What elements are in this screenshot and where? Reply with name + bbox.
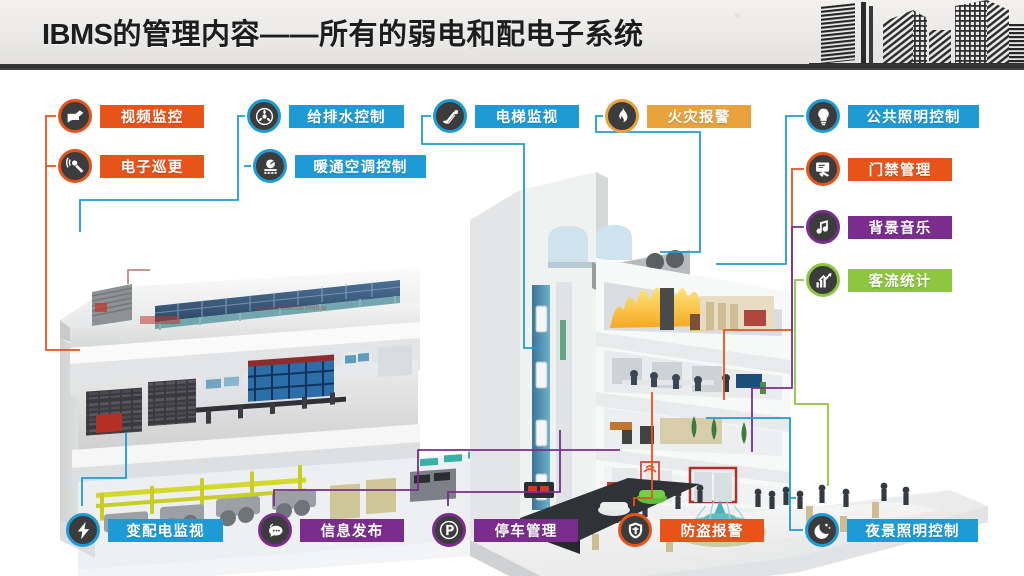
speech-bubble-icon[interactable] bbox=[258, 513, 292, 547]
city-skyline-icon bbox=[809, 0, 1024, 70]
camera-icon[interactable] bbox=[58, 99, 92, 133]
system-label-power-distribution[interactable]: 变配电监视 bbox=[108, 518, 223, 542]
system-label-electronic-patrol[interactable]: 电子巡更 bbox=[100, 154, 204, 178]
system-node-access-control[interactable]: 门禁管理 bbox=[806, 152, 952, 186]
system-node-hvac-control[interactable]: 暖通空调控制 bbox=[253, 149, 426, 183]
system-node-information-release[interactable]: 信息发布 bbox=[258, 513, 404, 547]
system-label-hvac-control[interactable]: 暖通空调控制 bbox=[295, 154, 426, 178]
moon-icon[interactable] bbox=[805, 513, 839, 547]
system-node-fire-alarm[interactable]: 火灾报警 bbox=[605, 99, 751, 133]
system-label-elevator-monitoring[interactable]: 电梯监视 bbox=[475, 104, 579, 128]
system-node-electronic-patrol[interactable]: 电子巡更 bbox=[58, 149, 204, 183]
parking-p-icon[interactable] bbox=[432, 513, 466, 547]
page-title-latin: IBMS bbox=[42, 19, 113, 51]
slide-header: IBMS的管理内容——所有的弱电和配电子系统 bbox=[0, 0, 1024, 70]
system-label-video-surveillance[interactable]: 视频监控 bbox=[100, 104, 204, 128]
system-label-fire-alarm[interactable]: 火灾报警 bbox=[647, 104, 751, 128]
system-node-public-lighting[interactable]: 公共照明控制 bbox=[806, 99, 979, 133]
access-card-icon[interactable] bbox=[806, 152, 840, 186]
system-label-public-lighting[interactable]: 公共照明控制 bbox=[848, 104, 979, 128]
page-title-cjk: 的管理内容——所有的弱电和配电子系统 bbox=[112, 19, 644, 51]
system-node-passenger-flow[interactable]: 客流统计 bbox=[806, 263, 952, 297]
flame-icon[interactable] bbox=[605, 99, 639, 133]
lightning-bolt-icon[interactable] bbox=[66, 513, 100, 547]
ibms-building-cutaway-illustration: SOLAR COLLECTOR SYSTEM bbox=[60, 172, 988, 576]
system-node-burglar-alarm[interactable]: 防盗报警 bbox=[618, 513, 764, 547]
system-node-parking-management[interactable]: 停车管理 bbox=[432, 513, 578, 547]
system-label-water-supply-drainage[interactable]: 给排水控制 bbox=[289, 104, 404, 128]
system-label-night-lighting[interactable]: 夜景照明控制 bbox=[847, 518, 978, 542]
system-node-background-music[interactable]: 背景音乐 bbox=[806, 210, 952, 244]
shield-icon[interactable] bbox=[618, 513, 652, 547]
svg-text:SOLAR COLLECTOR SYSTEM: SOLAR COLLECTOR SYSTEM bbox=[255, 306, 326, 312]
system-node-video-surveillance[interactable]: 视频监控 bbox=[58, 99, 204, 133]
system-node-elevator-monitoring[interactable]: 电梯监视 bbox=[433, 99, 579, 133]
music-note-icon[interactable] bbox=[806, 210, 840, 244]
water-valve-icon[interactable] bbox=[247, 99, 281, 133]
system-label-parking-management[interactable]: 停车管理 bbox=[474, 518, 578, 542]
page-title: IBMS的管理内容——所有的弱电和配电子系统 bbox=[42, 18, 644, 52]
system-label-burglar-alarm[interactable]: 防盗报警 bbox=[660, 518, 764, 542]
system-label-access-control[interactable]: 门禁管理 bbox=[848, 157, 952, 181]
system-label-background-music[interactable]: 背景音乐 bbox=[848, 215, 952, 239]
bar-chart-arrow-icon[interactable] bbox=[806, 263, 840, 297]
system-label-information-release[interactable]: 信息发布 bbox=[300, 518, 404, 542]
hvac-fan-icon[interactable] bbox=[253, 149, 287, 183]
system-label-passenger-flow[interactable]: 客流统计 bbox=[848, 268, 952, 292]
patrol-wand-icon[interactable] bbox=[58, 149, 92, 183]
bulb-icon[interactable] bbox=[806, 99, 840, 133]
escalator-icon[interactable] bbox=[433, 99, 467, 133]
system-node-water-supply-drainage[interactable]: 给排水控制 bbox=[247, 99, 404, 133]
system-node-night-lighting[interactable]: 夜景照明控制 bbox=[805, 513, 978, 547]
system-node-power-distribution[interactable]: 变配电监视 bbox=[66, 513, 223, 547]
